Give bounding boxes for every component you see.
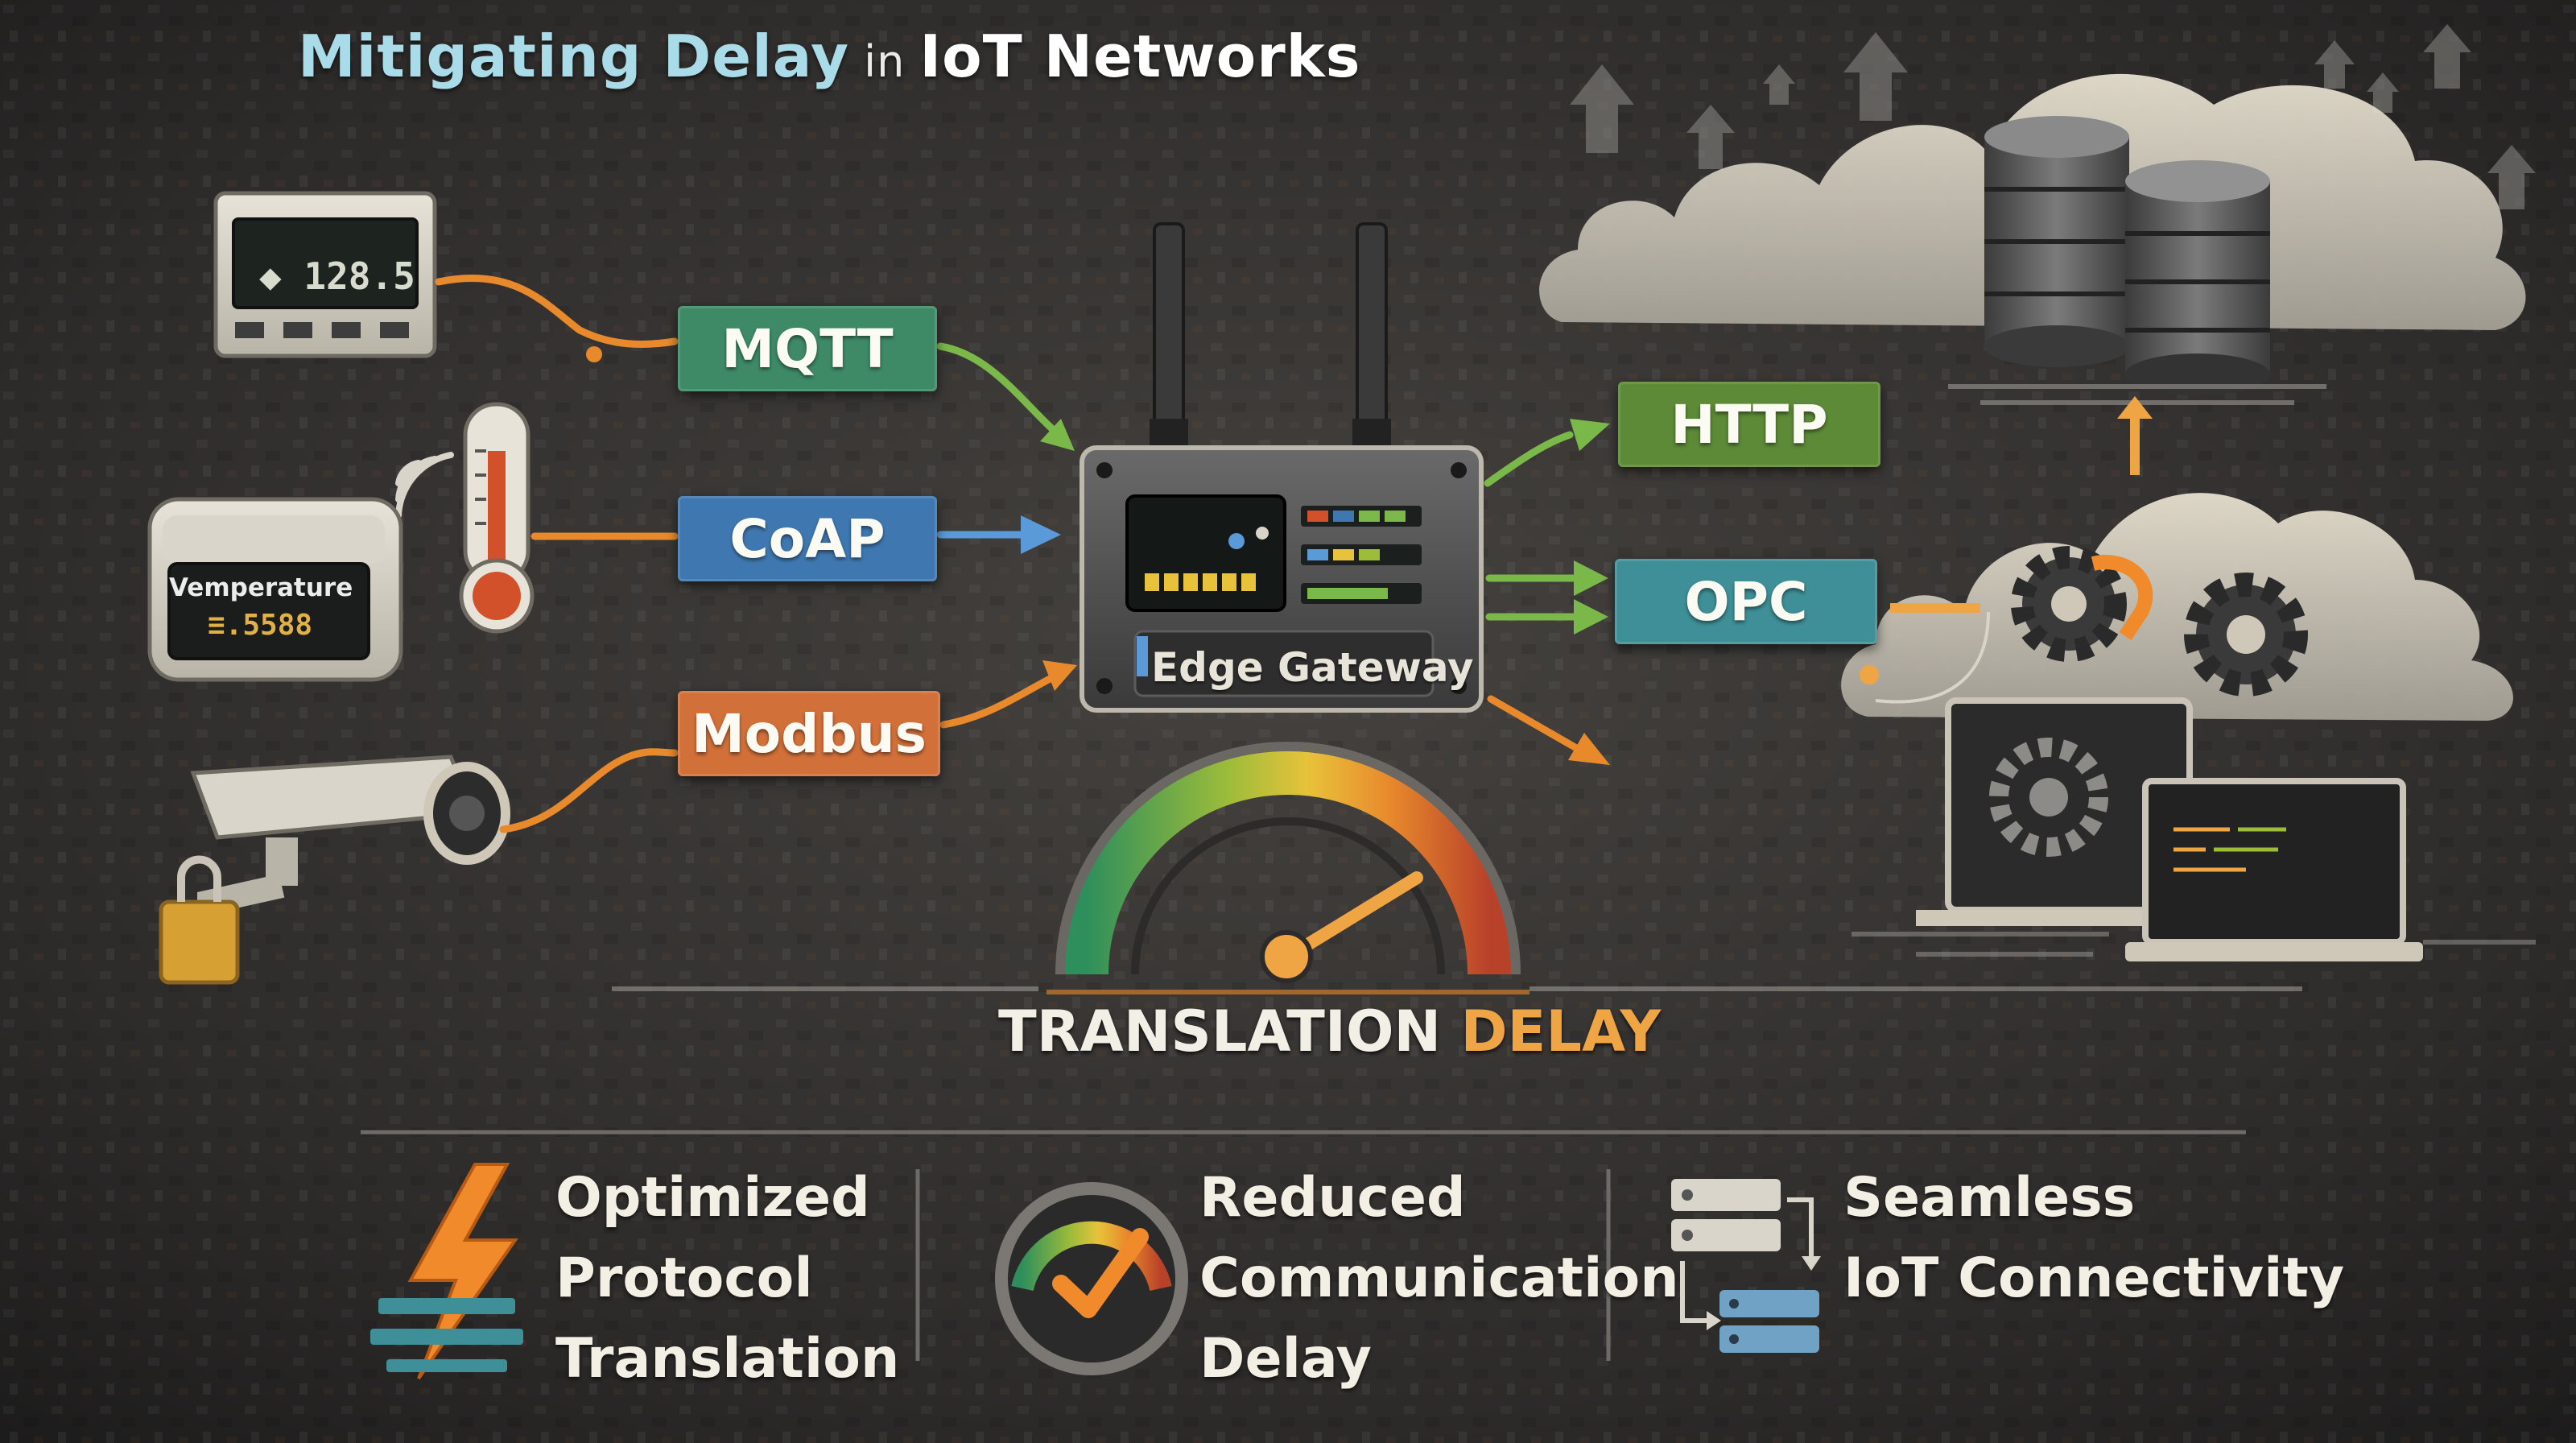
server-stack-icon [1671, 1179, 1821, 1353]
feature-line: Protocol [555, 1247, 813, 1310]
monitor-icon [1916, 697, 2193, 926]
delay-label-part-2: DELAY [1460, 999, 1662, 1065]
gear-icon [2011, 546, 2308, 697]
feature-panel-dividers [361, 1130, 2246, 1361]
feature-line: Translation [555, 1327, 900, 1391]
security-camera-icon [159, 755, 510, 985]
feature-optimized-translation: Optimized Protocol Translation [555, 1158, 899, 1400]
router-antenna-icon [1150, 222, 1391, 459]
feature-line: Delay [1199, 1327, 1372, 1391]
feature-line: Optimized [555, 1166, 870, 1230]
feature-seamless-connectivity: Seamless IoT Connectivity [1843, 1158, 2344, 1319]
protocol-modbus: Modbus [678, 691, 940, 776]
lightning-icon [370, 1163, 523, 1380]
feature-line: IoT Connectivity [1843, 1247, 2345, 1310]
meter-device-icon [213, 191, 437, 358]
device-links [435, 275, 679, 833]
title-part-3: IoT Networks [919, 23, 1361, 90]
cloud-icon [1841, 493, 2514, 721]
feature-line: Communication [1199, 1247, 1679, 1310]
opc-cloud-link [1860, 603, 1990, 704]
gateway-to-output-arrows [1484, 431, 1582, 753]
meter-display-value: ◆ 128.5 [259, 254, 415, 298]
feature-reduced-delay: Reduced Communication Delay [1199, 1158, 1679, 1400]
laptop-icon [2125, 778, 2423, 961]
page-title: Mitigating Delay in IoT Networks [298, 23, 1361, 90]
edge-gateway-label: Edge Gateway [1151, 644, 1474, 691]
protocol-opc: OPC [1615, 559, 1877, 644]
temperature-sensor-icon [147, 497, 403, 682]
upload-arrow-icon [2117, 396, 2153, 475]
protocol-coap: CoAP [678, 496, 937, 581]
delay-label-part-1: TRANSLATION [998, 999, 1442, 1065]
temperature-sensor-label: Vemperature [169, 573, 353, 602]
protocol-mqtt: MQTT [678, 306, 937, 391]
upload-arrows-decor [1570, 24, 2536, 209]
title-part-1: Mitigating Delay [298, 23, 850, 90]
speedometer-icon [1055, 742, 1521, 983]
speedometer-icon [995, 1182, 1188, 1375]
wifi-icon [395, 452, 454, 519]
feature-line: Reduced [1199, 1166, 1466, 1230]
database-icon [1984, 116, 2270, 395]
title-part-2: in [864, 36, 906, 87]
protocol-to-gateway-arrows [936, 342, 1063, 729]
translation-delay-label: TRANSLATION DELAY [998, 999, 1661, 1065]
thermometer-icon [459, 402, 535, 634]
gauge-base-lines [612, 986, 2302, 994]
feature-line: Seamless [1843, 1166, 2136, 1230]
temperature-display-value: ≡.5588 [208, 609, 313, 642]
protocol-http: HTTP [1618, 382, 1880, 467]
edge-gateway-device [1080, 445, 1484, 713]
